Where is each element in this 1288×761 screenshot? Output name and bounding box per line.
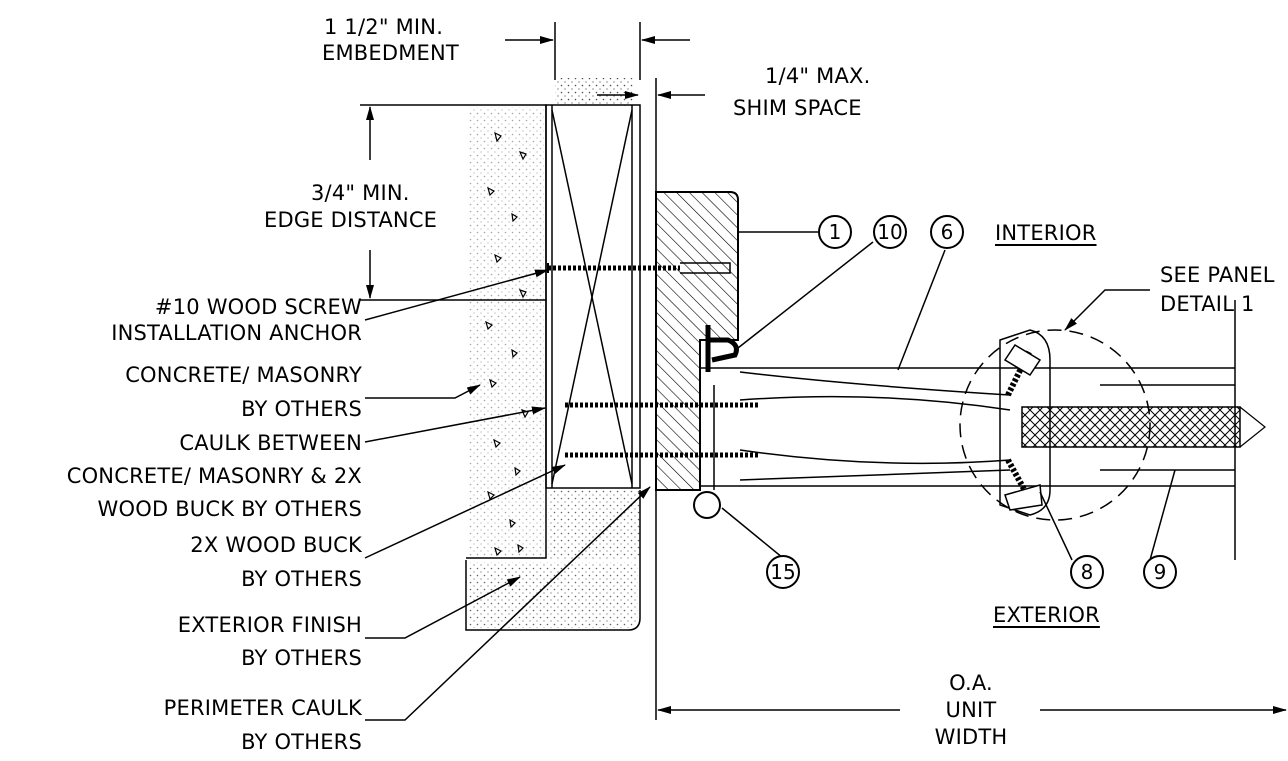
infill-panel — [1021, 406, 1241, 448]
screw-callout-line1: #10 WOOD SCREW — [154, 295, 362, 319]
perimeter-callout-line1: PERIMETER CAULK — [163, 696, 362, 720]
shim-dim-line1: 1/4" MAX. — [765, 64, 871, 88]
anchor-screws — [565, 385, 760, 490]
setting-block — [693, 491, 721, 519]
exterior-finish — [465, 490, 641, 631]
embedment-dim-line2: EMBEDMENT — [322, 41, 459, 65]
item-bubble-10: 10 — [873, 215, 907, 249]
glazing-bead — [999, 329, 1051, 516]
buck-callout-line2: BY OTHERS — [241, 567, 362, 591]
item-bubble-15: 15 — [766, 555, 800, 589]
item-bubble-6: 6 — [930, 215, 964, 249]
embedment-sealant — [555, 78, 633, 106]
edge-dim-line1: 3/4" MIN. — [311, 181, 410, 205]
glazing-screws — [1003, 343, 1043, 511]
caulk-callout-line1: CAULK BETWEEN — [179, 431, 362, 455]
concrete-callout-line1: CONCRETE/ MASONRY — [125, 363, 362, 387]
finish-callout-line1: EXTERIOR FINISH — [177, 613, 362, 637]
wood-buck — [545, 104, 641, 489]
panel-callout-line1: SEE PANEL — [1160, 263, 1275, 287]
concrete-masonry — [466, 104, 547, 559]
exterior-label: EXTERIOR — [993, 603, 1100, 627]
item-bubble-8: 8 — [1070, 555, 1104, 589]
item-bubble-1: 1 — [818, 215, 852, 249]
caulk-callout-line2: CONCRETE/ MASONRY & 2X — [66, 464, 362, 488]
leader-lines — [364, 231, 1176, 721]
panel-detail-circle — [959, 329, 1151, 521]
screw-callout-line2: INSTALLATION ANCHOR — [111, 321, 362, 345]
buck-callout-line1: 2X WOOD BUCK — [190, 533, 362, 557]
interior-label: INTERIOR — [995, 221, 1097, 245]
shim-dim-line2: SHIM SPACE — [733, 96, 862, 120]
concrete-callout-line2: BY OTHERS — [241, 397, 362, 421]
width-dim-line3: WIDTH — [934, 725, 1008, 749]
glazing-clip — [705, 325, 739, 372]
finish-callout-line2: BY OTHERS — [241, 646, 362, 670]
break-line — [1239, 406, 1266, 448]
embedment-dim-line1: 1 1/2" MIN. — [324, 15, 444, 39]
item-bubble-9: 9 — [1143, 555, 1177, 589]
width-dim-line2: UNIT — [945, 698, 997, 722]
perimeter-callout-line2: BY OTHERS — [241, 730, 362, 754]
edge-dim-line2: EDGE DISTANCE — [264, 208, 438, 232]
caulk-callout-line3: WOOD BUCK BY OTHERS — [97, 497, 362, 521]
dimension-lines — [360, 22, 1287, 714]
width-dim-line1: O.A. — [949, 671, 993, 695]
panel-callout-line2: DETAIL 1 — [1160, 292, 1255, 316]
